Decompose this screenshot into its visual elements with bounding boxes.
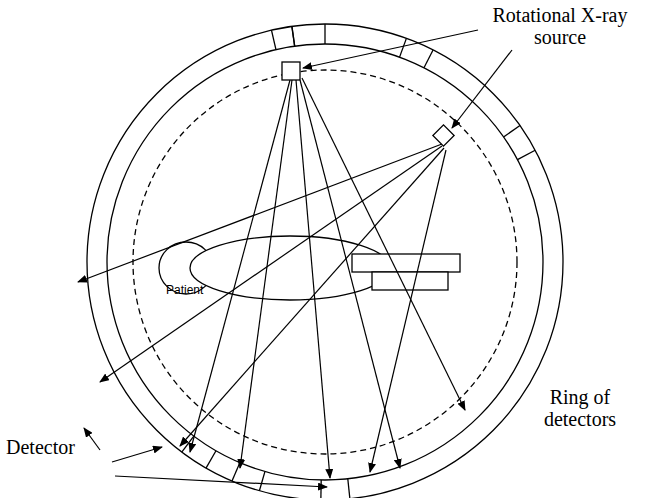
detector-edge [206, 451, 216, 468]
patient-figure [159, 236, 460, 300]
leader-lines [84, 30, 512, 487]
detector-edge [400, 38, 407, 57]
detector-edge [504, 125, 520, 136]
detector-edge [259, 472, 265, 491]
source-orbit [133, 70, 517, 454]
detector-edge [271, 30, 275, 49]
detector-edge [324, 24, 325, 44]
detector-edge [424, 50, 433, 68]
inner-ring [107, 44, 543, 480]
detector-edge [292, 26, 295, 46]
outer-ring [87, 24, 563, 498]
source-label: Rotational X-ray source [480, 4, 640, 48]
detector-edge [292, 26, 295, 46]
patient-label: Patient [166, 283, 226, 297]
x-ray-source [282, 62, 454, 146]
detector-segments [182, 24, 535, 498]
x-ray-beams [78, 78, 465, 478]
ring-label: Ring of detectors [520, 386, 640, 430]
detector-edge [517, 150, 535, 159]
detector-label: Detector [6, 436, 116, 458]
detector-edge [320, 480, 322, 498]
detector-edge [232, 463, 240, 481]
detector-edge [348, 479, 350, 498]
